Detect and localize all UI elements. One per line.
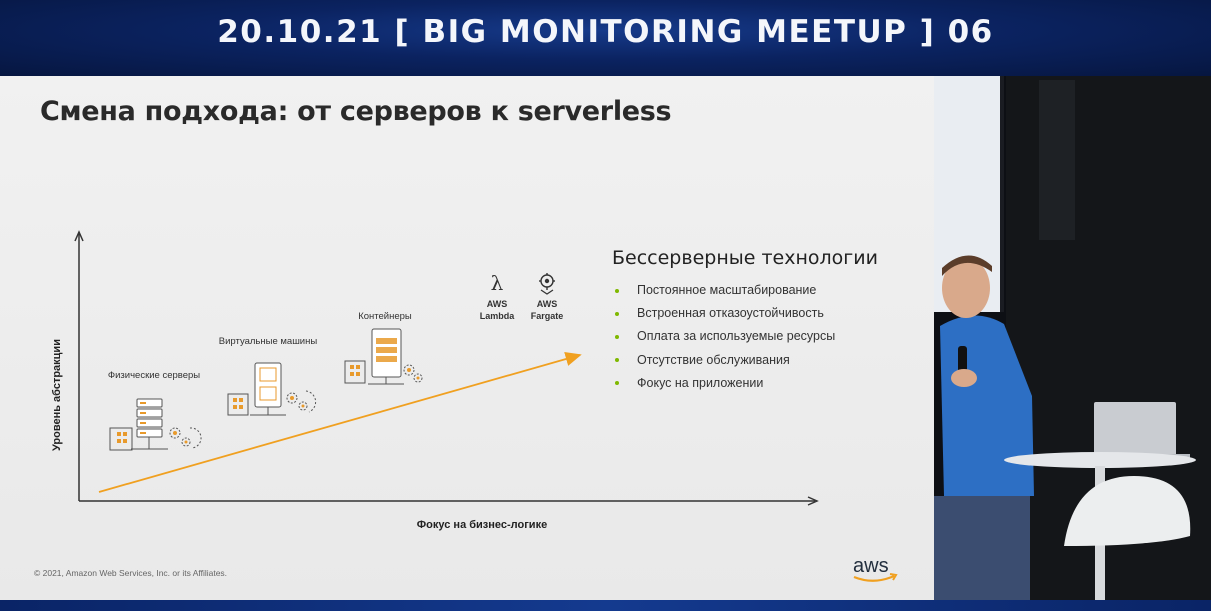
fargate-label-aws: AWS [537, 299, 558, 309]
bottom-bar [0, 600, 1211, 611]
bullet-text: Постоянное масштабирование [637, 283, 817, 297]
y-axis [74, 230, 84, 501]
abstraction-diagram: Уровень абстракции Фокус на бизнес-логик… [51, 230, 819, 531]
benefits-list: Постоянное масштабирование Встроенная от… [615, 279, 835, 395]
panel-title: Бессерверные технологии [612, 247, 878, 269]
bullet-text: Оплата за используемые ресурсы [637, 329, 836, 344]
list-item: Встроенная отказоустойчивость [615, 302, 835, 325]
svg-text:λ: λ [491, 271, 504, 295]
slide-title: Смена подхода: от серверов к serverless [40, 96, 672, 127]
stage-label-physical: Физические серверы [108, 370, 200, 381]
containers-icon [344, 328, 423, 385]
bullet-text: Отсутствие обслуживания [637, 352, 790, 367]
bullet-icon [615, 334, 619, 339]
event-banner: 20.10.21 [ BIG MONITORING MEETUP ] 06 [0, 0, 1211, 76]
bullet-icon [615, 381, 619, 386]
event-title: 20.10.21 [ BIG MONITORING MEETUP ] 06 [217, 14, 994, 50]
copyright-notice: © 2021, Amazon Web Services, Inc. or its… [34, 568, 228, 578]
stage-label-vm: Виртуальные машины [219, 336, 318, 347]
x-axis [79, 496, 819, 506]
fargate-label-name: Fargate [531, 311, 564, 321]
virtual-machines-icon [227, 362, 317, 416]
lambda-label-name: Lambda [480, 311, 516, 321]
aws-logo-text: aws [853, 555, 889, 577]
table-with-laptop [1004, 402, 1196, 600]
bullet-icon [615, 288, 619, 293]
speaker-photo [934, 76, 1211, 600]
lambda-icon: λ [491, 271, 504, 295]
physical-servers-icon [109, 398, 202, 451]
list-item: Постоянное масштабирование [615, 279, 835, 302]
presentation-slide: Смена подхода: от серверов к serverless … [0, 76, 934, 600]
bullet-text: Фокус на приложении [637, 375, 764, 390]
list-item: Фокус на приложении [615, 372, 835, 395]
x-axis-label: Фокус на бизнес-логике [417, 519, 547, 531]
lambda-label-aws: AWS [487, 299, 508, 309]
bullet-icon [615, 311, 619, 316]
y-axis-label: Уровень абстракции [51, 339, 63, 451]
speaker-figure [934, 255, 1034, 600]
bullet-text: Встроенная отказоустойчивость [637, 306, 824, 321]
fargate-icon [539, 273, 555, 295]
stage-label-containers: Контейнеры [358, 311, 412, 322]
bullet-icon [615, 358, 619, 363]
list-item: Оплата за используемые ресурсы [615, 325, 835, 348]
speaker-stage [934, 76, 1211, 600]
list-item: Отсутствие обслуживания [615, 349, 835, 372]
trend-arrow [98, 352, 582, 493]
aws-logo: aws [853, 555, 898, 582]
